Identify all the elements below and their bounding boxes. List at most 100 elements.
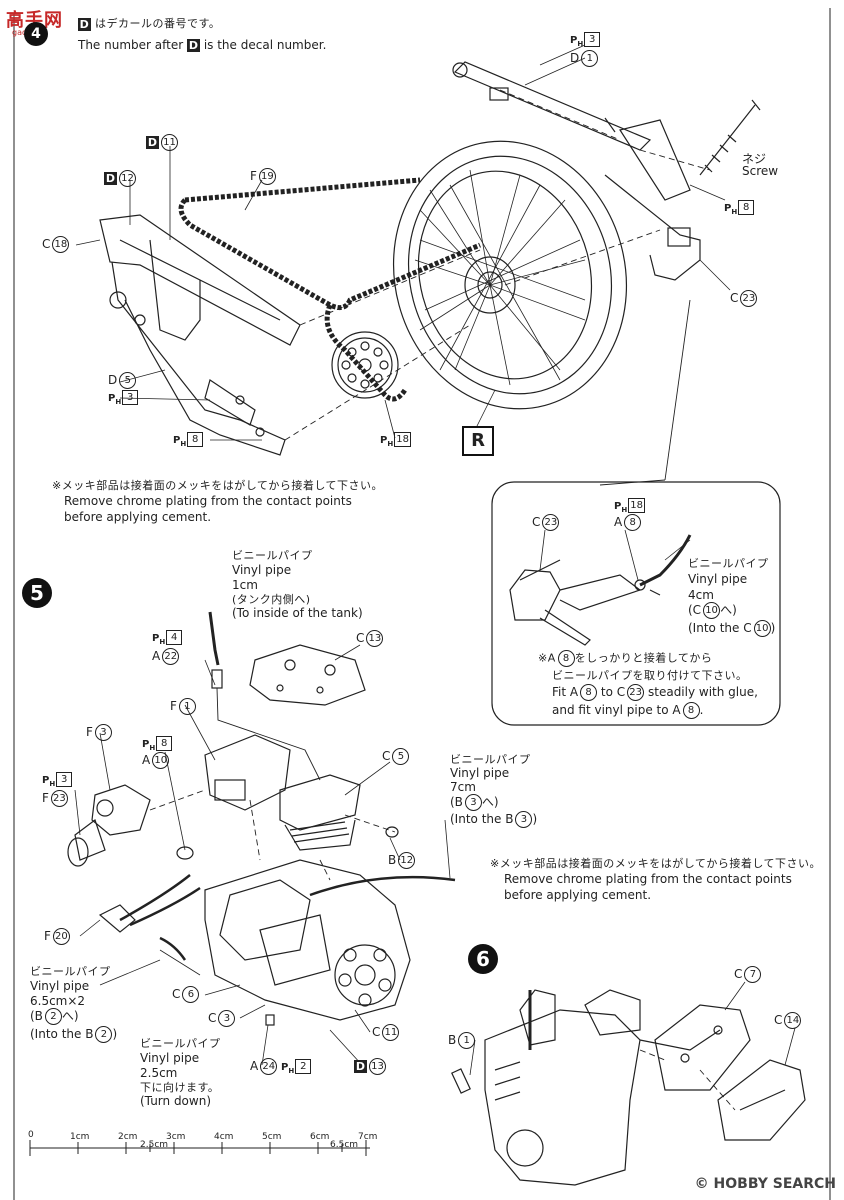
scale-tick-2-5cm: 2.5cm bbox=[140, 1140, 169, 1150]
step-5-badge: 5 bbox=[22, 578, 52, 608]
scale-ruler bbox=[29, 1140, 370, 1156]
pipe25-length: 2.5cm bbox=[140, 1066, 178, 1080]
rear-wheel-part bbox=[392, 140, 628, 410]
pipe65-en: Vinyl pipe bbox=[30, 979, 90, 993]
scale-tick-0: 0 bbox=[28, 1130, 34, 1140]
detail-note-jp2: ビニールパイプを取り付けて下さい。 bbox=[552, 669, 748, 682]
decal-note-jp: D はデカールの番号です。 bbox=[78, 17, 221, 31]
step5-chrome-note-jp: ※メッキ部品は接着面のメッキをはがしてから接着して下さい。 bbox=[490, 857, 822, 870]
pipe1-jp: ビニールパイプ bbox=[232, 549, 313, 562]
detail-pipe-jp: ビニールパイプ bbox=[688, 557, 769, 570]
pipe1-to-jp: (タンク内側へ) bbox=[232, 593, 311, 606]
decal-marker-icon: D bbox=[187, 39, 200, 52]
scale-tick-3cm: 3cm bbox=[166, 1132, 186, 1142]
scale-tick-4cm: 4cm bbox=[214, 1132, 234, 1142]
detail-caliper-part bbox=[509, 534, 692, 646]
step5-chrome-note-en1: Remove chrome plating from the contact p… bbox=[504, 872, 792, 886]
scale-tick-6-5cm: 6.5cm bbox=[330, 1140, 359, 1150]
scale-tick-2cm: 2cm bbox=[118, 1132, 138, 1142]
pipe1-en: Vinyl pipe bbox=[232, 563, 292, 577]
detail-pipe-length: 4cm bbox=[688, 588, 714, 602]
pipe1-to-en: (To inside of the tank) bbox=[232, 606, 363, 620]
site-logo: 高手网 bbox=[6, 10, 63, 31]
step4-chrome-note-en1: Remove chrome plating from the contact p… bbox=[64, 494, 352, 508]
pipe25-dir-en: (Turn down) bbox=[140, 1094, 211, 1108]
pipe65-jp: ビニールパイプ bbox=[30, 965, 111, 978]
detail-callout-frame bbox=[491, 481, 781, 726]
engine-assembly-part bbox=[67, 611, 456, 1026]
detail-pipe-en: Vinyl pipe bbox=[688, 572, 748, 586]
finished-engine-part bbox=[451, 989, 806, 1186]
step4-chrome-note-en2: before applying cement. bbox=[64, 510, 212, 524]
screw-label-en: Screw bbox=[742, 164, 779, 178]
sprocket-part bbox=[331, 331, 399, 399]
step-4-badge: 4 bbox=[24, 22, 48, 46]
screw-part bbox=[699, 99, 761, 176]
pipe65-length: 6.5cm×2 bbox=[30, 994, 86, 1008]
scale-tick-1cm: 1cm bbox=[70, 1132, 90, 1142]
decal-note-en: The number after D is the decal number. bbox=[78, 38, 327, 52]
step5-chrome-note-en2: before applying cement. bbox=[504, 888, 652, 902]
pipe7-length: 7cm bbox=[450, 780, 476, 794]
pipe25-jp: ビニールパイプ bbox=[140, 1037, 221, 1050]
drive-chain-part bbox=[178, 177, 481, 402]
step-6-badge: 6 bbox=[468, 944, 498, 974]
screw-label-jp: ネジ bbox=[742, 152, 767, 166]
pipe25-dir-jp: 下に向けます。 bbox=[140, 1081, 220, 1094]
hobby-search-watermark: © HOBBY SEARCH bbox=[694, 1176, 836, 1192]
pipe1-length: 1cm bbox=[232, 578, 258, 592]
step4-chrome-note-jp: ※メッキ部品は接着面のメッキをはがしてから接着して下さい。 bbox=[52, 479, 384, 492]
scale-tick-7cm: 7cm bbox=[358, 1132, 378, 1142]
decal-marker-icon: D bbox=[78, 17, 91, 31]
axle-part bbox=[452, 61, 652, 151]
pipe25-en: Vinyl pipe bbox=[140, 1051, 200, 1065]
scale-tick-6cm: 6cm bbox=[310, 1132, 330, 1142]
brake-bracket-part bbox=[604, 119, 701, 281]
swing-arm-part bbox=[99, 214, 301, 456]
scale-tick-5cm: 5cm bbox=[262, 1132, 282, 1142]
